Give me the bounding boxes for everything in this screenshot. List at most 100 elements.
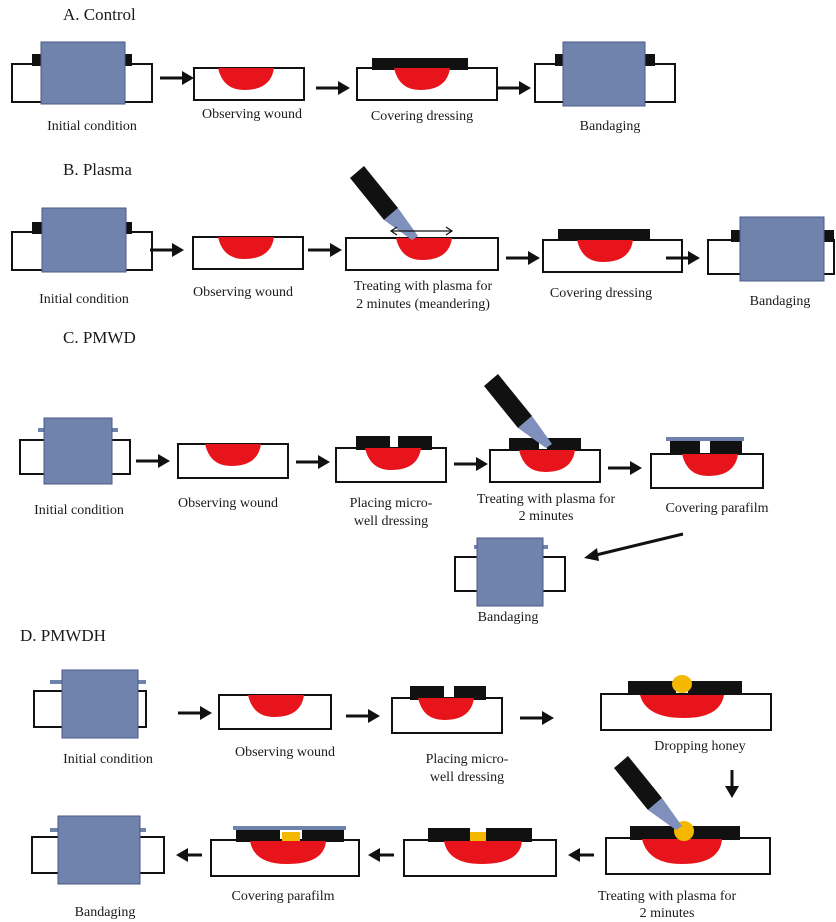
flow-arrow-icon	[725, 770, 739, 798]
c-bandaging	[454, 537, 566, 607]
microwell-dressing	[710, 441, 742, 455]
b-label-initial: Initial condition	[39, 292, 129, 307]
d-treating-plasma	[605, 756, 771, 875]
c-initial-condition	[19, 417, 131, 485]
d-covering-parafilm	[210, 826, 360, 877]
d-dressing-honey	[403, 828, 557, 877]
section-d-pmwdh: D. PMWDH Initial condition Observing wou…	[20, 626, 772, 921]
bandage-pad	[476, 537, 544, 607]
microwell-dressing	[398, 436, 432, 450]
bandage-pad	[562, 41, 646, 107]
microwell-dressing	[670, 441, 700, 455]
parafilm	[233, 826, 346, 830]
b-initial-condition	[11, 207, 153, 273]
a-initial-condition	[11, 41, 153, 105]
flow-arrow-icon	[158, 69, 196, 87]
flow-arrow-icon	[176, 704, 214, 722]
b-treating-plasma	[345, 166, 499, 271]
b-label-cover: Covering dressing	[550, 286, 652, 301]
d-label-observe: Observing wound	[235, 745, 335, 760]
bandage-pad	[57, 815, 141, 885]
section-c-title: C. PMWD	[63, 328, 136, 347]
d-label-honey: Dropping honey	[654, 739, 745, 754]
c-label-bandage: Bandaging	[478, 610, 539, 625]
flow-arrow-icon	[148, 241, 186, 259]
flow-arrow-icon	[344, 707, 382, 725]
c-observing-wound	[177, 443, 289, 479]
plasma-jet-icon	[484, 374, 552, 448]
c-label-initial: Initial condition	[34, 503, 124, 518]
d-placing-microwell	[391, 686, 503, 734]
microwell-dressing	[628, 681, 676, 695]
microwell-dressing	[410, 686, 444, 700]
flow-arrow-icon	[134, 452, 172, 470]
d-label-initial: Initial condition	[63, 752, 153, 767]
b-label-observe: Observing wound	[193, 285, 293, 300]
a-observing-wound	[193, 67, 305, 101]
microwell-dressing	[688, 681, 742, 695]
section-c-pmwd: C. PMWD Initial condition Observing woun…	[19, 328, 769, 625]
flow-arrow-icon	[568, 848, 594, 862]
b-label-bandage: Bandaging	[750, 294, 811, 309]
c-label-observe: Observing wound	[178, 496, 278, 511]
d-label-treat-1: Treating with plasma for	[598, 889, 737, 904]
plasma-jet-icon	[614, 756, 682, 830]
microwell-dressing	[428, 828, 470, 842]
flow-arrow-icon	[176, 848, 202, 862]
c-placing-microwell	[335, 436, 447, 483]
bandage-pad	[61, 669, 139, 739]
flow-arrow-icon	[294, 453, 332, 471]
microwell-dressing	[486, 828, 532, 842]
dressing	[372, 58, 468, 70]
parafilm	[666, 437, 744, 441]
flow-arrow-icon	[495, 79, 533, 97]
section-b-title: B. Plasma	[63, 160, 132, 179]
d-initial-condition	[33, 669, 147, 739]
microwell-dressing	[356, 436, 390, 450]
flow-arrow-icon	[504, 249, 542, 267]
b-label-treat-2: 2 minutes (meandering)	[356, 297, 490, 312]
b-observing-wound	[192, 236, 304, 270]
d-label-treat-2: 2 minutes	[640, 906, 695, 921]
microwell-dressing	[509, 438, 539, 451]
a-bandaging	[534, 41, 676, 107]
microwell-dressing	[454, 686, 486, 700]
d-bandaging	[31, 815, 165, 885]
bandage-pad	[43, 417, 113, 485]
honey-drop	[470, 832, 486, 841]
c-treating-plasma	[484, 374, 601, 483]
microwell-dressing	[630, 826, 676, 840]
a-label-observe: Observing wound	[202, 107, 302, 122]
honey-drop	[672, 675, 692, 693]
bandage-pad	[41, 207, 127, 273]
flow-arrow-icon	[606, 459, 644, 477]
flow-arrow-icon	[368, 848, 394, 862]
microwell-dressing	[547, 438, 581, 451]
b-label-treat-1: Treating with plasma for	[354, 279, 493, 294]
a-label-initial: Initial condition	[47, 119, 137, 134]
a-covering-dressing	[356, 58, 498, 101]
c-label-place-1: Placing micro-	[350, 496, 433, 511]
b-bandaging	[707, 216, 835, 282]
double-arrow-icon	[389, 226, 454, 236]
c-label-place-2: well dressing	[354, 514, 428, 529]
section-d-title: D. PMWDH	[20, 626, 106, 645]
flow-arrow-icon	[314, 79, 352, 97]
microwell-dressing	[236, 830, 280, 842]
bandage-pad	[739, 216, 825, 282]
section-a-control: A. Control Initial condition Observing w…	[11, 5, 676, 134]
d-label-parafilm: Covering parafilm	[231, 889, 334, 904]
flow-arrow-icon	[306, 241, 344, 259]
honey-drop	[282, 832, 300, 841]
a-label-cover: Covering dressing	[371, 109, 473, 124]
flow-arrow-icon	[518, 709, 556, 727]
section-b-plasma: B. Plasma Initial condition Observing wo…	[11, 160, 835, 312]
b-covering-dressing	[542, 229, 683, 273]
d-dropping-honey	[600, 675, 772, 731]
flow-arrow-icon	[452, 455, 490, 473]
c-covering-parafilm	[650, 437, 764, 489]
c-label-treat-1: Treating with plasma for	[477, 492, 616, 507]
plasma-jet-icon	[350, 166, 418, 240]
flow-arrow-icon	[584, 532, 684, 561]
